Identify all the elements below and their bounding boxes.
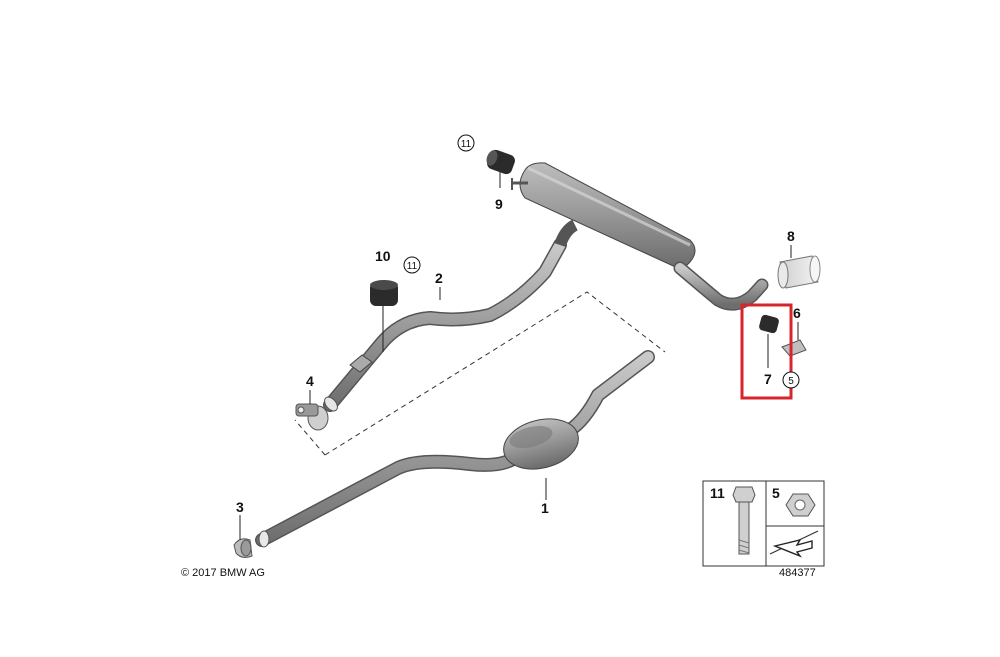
callout-3: 3: [236, 499, 244, 515]
callout-8: 8: [787, 228, 795, 244]
rear-muffler[interactable]: [511, 162, 769, 311]
circled-callout-5: 5: [782, 371, 800, 389]
fastener-legend: 11 5: [702, 480, 825, 567]
tailpipe-trim[interactable]: [777, 255, 821, 289]
intermediate-pipe[interactable]: [322, 238, 567, 413]
front-pipe-with-catalyst[interactable]: [255, 350, 655, 548]
drawing-number: 484377: [779, 567, 816, 579]
pipe-rubber-mount[interactable]: [370, 280, 398, 352]
callout-6: 6: [793, 305, 801, 321]
callout-4: 4: [306, 373, 314, 389]
leader-lines: [439, 245, 792, 500]
callout-9: 9: [495, 196, 503, 212]
rubber-mount-7[interactable]: [758, 314, 780, 368]
copyright-notice: © 2017 BMW AG: [181, 567, 265, 579]
callout-10: 10: [375, 248, 391, 264]
callout-2: 2: [435, 270, 443, 286]
muffler-rubber-mount[interactable]: [485, 148, 517, 188]
pipe-clamp-3[interactable]: [233, 515, 253, 558]
bolt-icon[interactable]: [732, 486, 756, 555]
svg-text:5: 5: [788, 376, 794, 387]
arrow-pictogram-icon: [769, 530, 819, 558]
circled-callout-11-mid: 11: [403, 256, 421, 274]
nut-icon[interactable]: [785, 493, 816, 517]
highlight-box: [740, 303, 793, 400]
svg-text:11: 11: [461, 139, 472, 150]
legend-item-11: 11: [710, 485, 725, 501]
bracket-6[interactable]: [781, 322, 807, 357]
callout-7: 7: [764, 371, 772, 387]
circled-callout-11-top: 11: [457, 134, 475, 152]
pipe-clamp-4[interactable]: [295, 390, 329, 431]
dashed-group-outline: [294, 291, 666, 456]
callout-1: 1: [541, 500, 549, 516]
svg-text:11: 11: [407, 261, 418, 272]
legend-item-5: 5: [772, 485, 780, 501]
